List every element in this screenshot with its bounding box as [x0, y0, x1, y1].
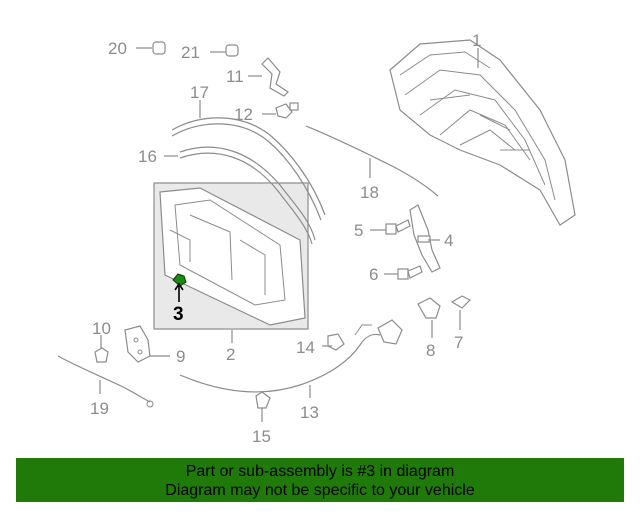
- callout-16[interactable]: 16: [138, 147, 157, 166]
- parts-diagram: 1 2 3 4 5 6 7 8: [57, 31, 576, 446]
- callout-6[interactable]: 6: [369, 265, 378, 284]
- callout-10[interactable]: 10: [92, 319, 111, 338]
- callout-8[interactable]: 8: [426, 341, 435, 360]
- part-10-clip[interactable]: [94, 347, 109, 363]
- callout-1[interactable]: 1: [472, 31, 481, 50]
- part-6-bolt[interactable]: [397, 265, 423, 280]
- part-15-clip[interactable]: [255, 391, 271, 409]
- part-8-bumper[interactable]: [417, 297, 441, 319]
- part-19-cable[interactable]: [57, 355, 154, 408]
- callout-18[interactable]: 18: [360, 183, 379, 202]
- part-11-hose[interactable]: [261, 57, 289, 97]
- callout-2[interactable]: 2: [226, 345, 235, 364]
- callout-21[interactable]: 21: [181, 43, 200, 62]
- callout-20[interactable]: 20: [108, 39, 127, 58]
- part-20-bumper[interactable]: [152, 41, 166, 55]
- callout-9[interactable]: 9: [176, 347, 185, 366]
- callout-12[interactable]: 12: [234, 105, 253, 124]
- callout-17[interactable]: 17: [190, 83, 209, 102]
- part-7-pad[interactable]: [450, 295, 472, 309]
- banner-line-1: Part or sub-assembly is #3 in diagram: [185, 463, 455, 480]
- callout-15[interactable]: 15: [252, 427, 271, 446]
- part-1-hood[interactable]: [389, 39, 576, 226]
- part-16-seal[interactable]: [179, 146, 316, 245]
- callout-3[interactable]: 3: [173, 304, 184, 325]
- part-21-bumper[interactable]: [225, 44, 239, 57]
- banner-line-2: Diagram may not be specific to your vehi…: [165, 482, 475, 499]
- part-14-clip[interactable]: [327, 333, 345, 351]
- callout-14[interactable]: 14: [296, 338, 315, 357]
- part-12-bolt[interactable]: [275, 102, 299, 119]
- part-2-insulator[interactable]: [153, 182, 309, 330]
- part-13-cable[interactable]: [179, 319, 403, 393]
- callout-13[interactable]: 13: [300, 403, 319, 422]
- callout-19[interactable]: 19: [90, 399, 109, 418]
- part-9-latch[interactable]: [124, 325, 151, 363]
- part-4-hinge[interactable]: [409, 204, 441, 273]
- leader-3-arrow: [174, 282, 184, 291]
- callout-11[interactable]: 11: [226, 67, 244, 86]
- callout-7[interactable]: 7: [454, 333, 463, 352]
- info-banner: Part or sub-assembly is #3 in diagram Di…: [16, 458, 624, 502]
- callout-4[interactable]: 4: [444, 231, 453, 250]
- part-18-weatherstrip[interactable]: [305, 125, 439, 197]
- callout-5[interactable]: 5: [354, 221, 363, 240]
- part-17-seal[interactable]: [171, 117, 326, 221]
- part-5-bolt[interactable]: [385, 219, 411, 235]
